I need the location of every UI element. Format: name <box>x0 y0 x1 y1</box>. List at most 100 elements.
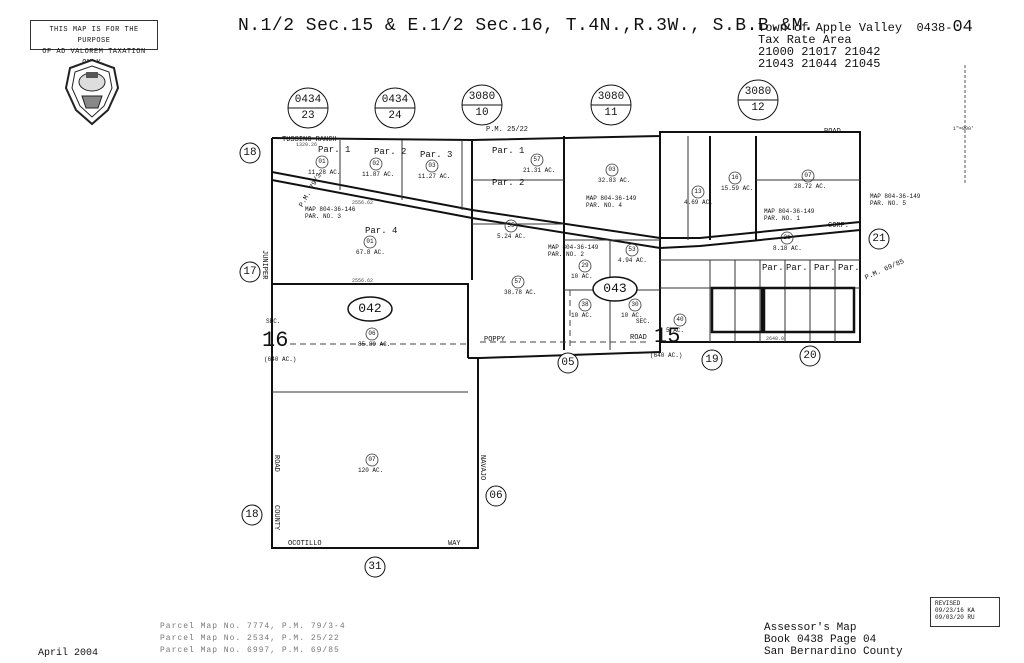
parcel-acreage: 4.69 AC. <box>684 199 713 206</box>
par-label: Par. <box>786 263 808 273</box>
parcel-acreage: 4.94 AC. <box>618 257 647 264</box>
parcel-map-ref-number: MAP 804-36-149 <box>870 193 921 200</box>
parcel-map-ref-par: PAR. NO. 5 <box>870 200 907 207</box>
adjacent-book-5-top: 3080 <box>744 86 772 98</box>
parcel-map-ref-number: MAP 804-36-149 <box>764 208 815 215</box>
county-seal-icon <box>64 58 120 126</box>
road-label-county: COUNTY <box>272 505 280 531</box>
adjacent-book-4-bottom: 11 <box>604 107 618 119</box>
parcel-number: 40 <box>676 316 684 323</box>
north-arrow-icon: 1"=800' <box>953 65 974 185</box>
parcel-map-ref-number: MAP 804-36-149 <box>586 195 637 202</box>
parcel-map-ref-par: PAR. NO. 3 <box>305 213 342 220</box>
parcel-acreage: 28.72 AC. <box>794 183 827 190</box>
book-suffix: 04 <box>952 18 973 37</box>
parcel-map-note-1: Parcel Map No. 7774, P.M. 79/3-4 <box>160 622 346 631</box>
revised-label: REVISED <box>935 600 961 607</box>
block-043-label: 043 <box>603 281 627 296</box>
parcel-acreage: 15.59 AC. <box>721 185 754 192</box>
road-label-juniper: JUNIPER <box>260 250 268 280</box>
par-label: Par. 1 <box>492 146 525 156</box>
assessor-book-page: Book 0438 Page 04 <box>764 634 877 646</box>
parcel-number: 57 <box>514 278 522 285</box>
assessor-county: San Bernardino County <box>764 646 903 658</box>
adjacent-book-5-bottom: 12 <box>751 102 765 114</box>
edge-label: 05 <box>561 357 575 369</box>
parcel-acreage: 11.28 AC. <box>308 169 341 176</box>
parcel-acreage: 32.83 AC. <box>598 177 631 184</box>
parcel-number: 06 <box>368 330 376 337</box>
parcel-number: 07 <box>368 456 376 463</box>
adjacent-book-3-bottom: 10 <box>475 107 489 119</box>
parcel-number: 03 <box>608 166 616 173</box>
adjacent-book-1-top: 0434 <box>294 94 322 106</box>
parcel-acreage: 38.78 AC. <box>504 289 537 296</box>
section-15-acreage: (640 AC.) <box>650 352 683 359</box>
parcel-acreage: 21.31 AC. <box>523 167 556 174</box>
section-16-acreage: (640 AC.) <box>264 356 297 363</box>
par-label: Par. 2 <box>492 178 525 188</box>
parcel-number: 02 <box>372 160 380 167</box>
road-label-poppy: POPPY <box>484 336 506 344</box>
map-date: April 2004 <box>38 648 99 659</box>
section-label: SEC. <box>636 318 651 325</box>
parcel-number: 38 <box>581 301 589 308</box>
edge-label: 19 <box>705 354 719 366</box>
parcel-acreage: 11.87 AC. <box>362 171 395 178</box>
town-name: Town of Apple Valley <box>758 21 903 35</box>
parcel-number: 16 <box>731 174 739 181</box>
adjacent-book-1-bottom: 23 <box>301 110 315 122</box>
parcel-acreage: 85.89 AC. <box>358 341 391 348</box>
parcel-number: 01 <box>318 158 326 165</box>
section-15-number: 15 <box>654 324 681 349</box>
parcel-acreage: 10 AC. <box>571 273 593 280</box>
parcel-number: 55 <box>507 222 515 229</box>
parcel-map-note-2: Parcel Map No. 2534, P.M. 25/22 <box>160 634 340 643</box>
revised-box: REVISED 09/23/16 KA 09/03/20 RU <box>930 597 1000 627</box>
map-title: N.1/2 Sec.15 & E.1/2 Sec.16, T.4N.,R.3W.… <box>238 16 815 36</box>
parcel-number: 03 <box>428 162 436 169</box>
edge-label: 31 <box>368 561 382 573</box>
adjacent-book-4-top: 3080 <box>597 91 625 103</box>
section-16-number: 16 <box>262 328 289 353</box>
disclaimer-line-1: THIS MAP IS FOR THE PURPOSE <box>49 26 139 45</box>
assessor-title: Assessor's Map <box>764 622 857 634</box>
dimension-label: 2640.0 <box>766 336 785 342</box>
edge-label: 18 <box>245 509 259 521</box>
parcel-acreage: 10 AC. <box>571 312 593 319</box>
dimension-label: 1320.26 <box>296 142 318 148</box>
parcel-acreage: 8.18 AC. <box>773 245 802 252</box>
parcel-acreage: 5 AC. <box>666 327 685 334</box>
assessor-block: Assessor's Map Book 0438 Page 04 San Ber… <box>764 622 903 658</box>
parcel-acreage: 67.8 AC. <box>356 249 385 256</box>
edge-label: 18 <box>243 147 257 159</box>
adjacent-book-2-top: 0434 <box>381 94 409 106</box>
edge-label: 21 <box>872 233 886 245</box>
parcel-map-ref-par: PAR. NO. 1 <box>764 215 801 222</box>
parcel-map-ref-number: MAP 804-36-146 <box>305 206 356 213</box>
par-label: Par. 3 <box>420 150 453 160</box>
parcel-acreage: 120 AC. <box>358 467 384 474</box>
tax-rate-codes-2: 21043 21044 21045 <box>758 57 881 71</box>
adjacent-book-3-top: 3080 <box>468 91 496 103</box>
edge-label: 06 <box>489 490 503 502</box>
road-label-way: WAY <box>448 540 461 548</box>
parcel-acreage: 5.24 AC. <box>497 233 526 240</box>
road-label-tussing-ranch: TUSSING RANCH <box>282 136 337 144</box>
road-label-road-north: ROAD <box>824 128 841 136</box>
parcel-number: 07 <box>804 172 812 179</box>
par-label: Par. 1 <box>318 145 351 155</box>
parcel-number: 53 <box>628 246 636 253</box>
par-label: Par. 4 <box>365 226 398 236</box>
edge-label: 20 <box>803 350 817 362</box>
parcel-number: 13 <box>694 188 702 195</box>
par-label: Par. <box>814 263 836 273</box>
parcel-acreage: 10 AC. <box>621 312 643 319</box>
parcel-acreage: 11.27 AC. <box>418 173 451 180</box>
parcel-number: 01 <box>366 238 374 245</box>
parcel-map-ref-par: PAR. NO. 2 <box>548 251 585 258</box>
tax-rate-area-label: Tax Rate Area <box>758 33 852 47</box>
